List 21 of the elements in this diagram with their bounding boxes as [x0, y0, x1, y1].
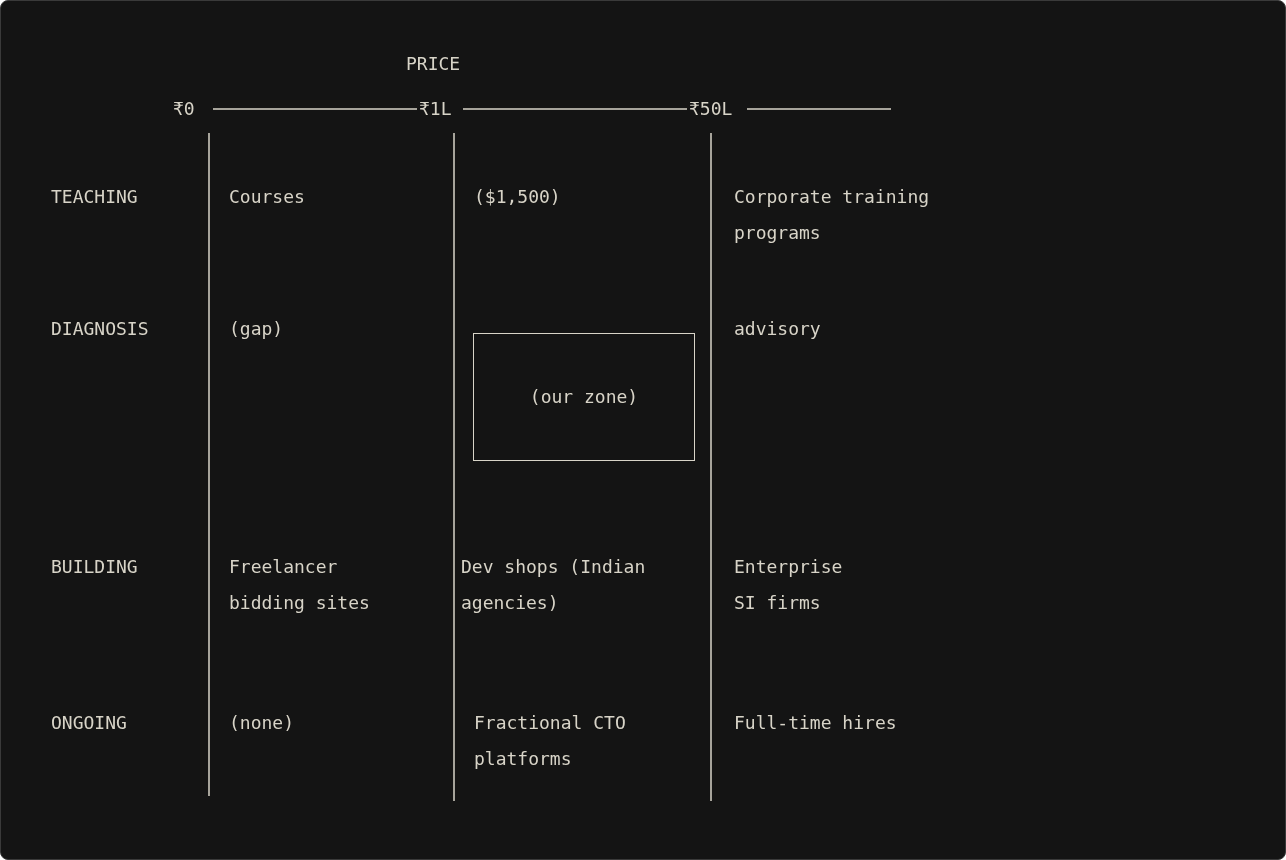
market-entry: (none) — [229, 711, 296, 735]
row-heading: TEACHING — [51, 185, 138, 209]
zone-label: (our zone) — [529, 385, 639, 409]
market-entry: (gap) — [229, 317, 285, 341]
axis-title: PRICE — [406, 52, 461, 76]
row-heading: BUILDING — [51, 555, 138, 579]
price-tick: ₹0 — [173, 97, 195, 121]
zone-box — [473, 333, 695, 461]
price-tick: ₹1L — [419, 97, 452, 121]
market-entry: Corporate training programs — [734, 185, 931, 245]
row-heading: DIAGNOSIS — [51, 317, 149, 341]
market-entry: advisory — [734, 317, 822, 341]
market-entry: Freelancer bidding sites — [229, 555, 371, 615]
market-entry: ($1,500) — [474, 185, 562, 209]
market-entry: Enterprise SI firms — [734, 555, 844, 615]
market-entry: Full-time hires — [734, 711, 898, 735]
market-entry: Fractional CTO platforms — [474, 711, 627, 771]
row-heading: ONGOING — [51, 711, 127, 735]
market-entry: Dev shops (Indian agencies) — [461, 555, 647, 615]
market-entry: Courses — [229, 185, 306, 209]
price-tick: ₹50L — [689, 97, 733, 121]
